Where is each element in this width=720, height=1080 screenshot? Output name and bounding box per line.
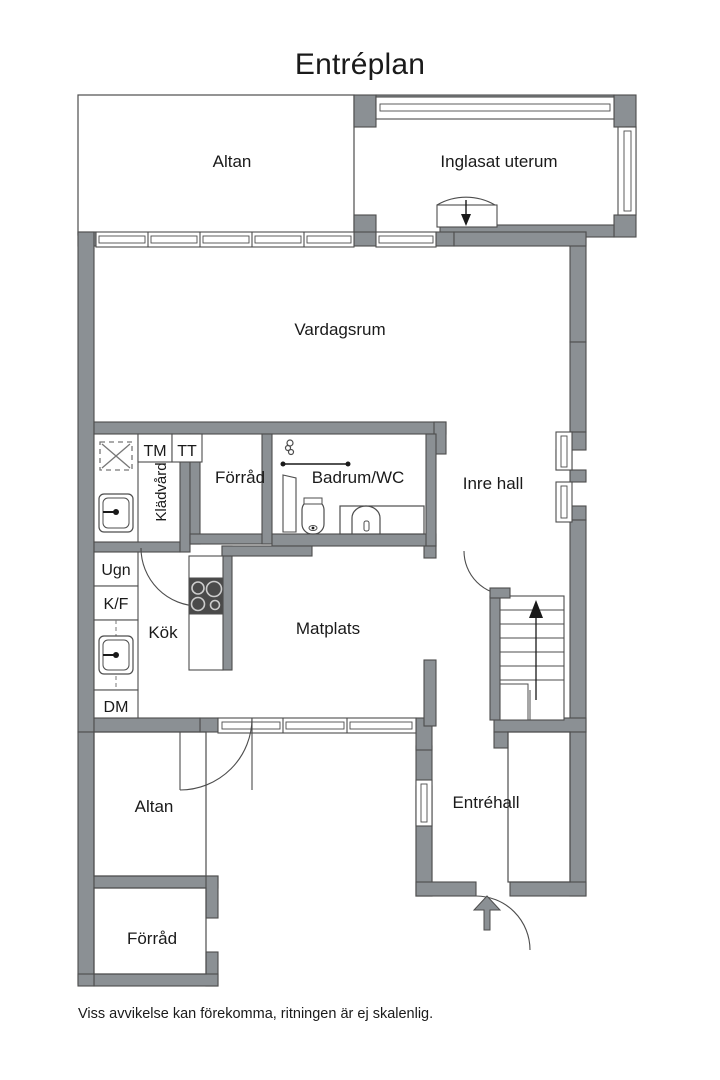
- room-label-forrad-upper: Förråd: [215, 468, 265, 487]
- entry-arrow-icon: [472, 895, 502, 931]
- room-label-vardagsrum: Vardagsrum: [294, 320, 385, 339]
- drying-rack-icon: [99, 441, 133, 471]
- window-band-vardagsrum: [95, 231, 437, 248]
- room-label-altan-top: Altan: [213, 152, 252, 171]
- room-label-badrum-wc: Badrum/WC: [312, 468, 405, 487]
- toilet-icon: [301, 497, 325, 535]
- washbasin-icon: [339, 505, 425, 535]
- altan-bottom-door: [179, 717, 253, 791]
- appliance-label-torktumlare: TT: [177, 443, 197, 460]
- staircase-icon: [489, 587, 565, 721]
- window-band-matplats: [217, 717, 417, 734]
- entry-door: [472, 895, 531, 951]
- sink-upper-icon: [98, 493, 134, 533]
- shower-icon: [280, 439, 351, 533]
- uterum-door: [436, 196, 498, 228]
- window-entrehall: [415, 779, 433, 827]
- page-title: Entréplan: [294, 48, 426, 81]
- window-inre-hall-upper: [555, 431, 573, 471]
- room-label-kok: Kök: [148, 623, 178, 642]
- appliance-label-kyl-frys: K/F: [104, 596, 129, 613]
- window-uterum-top: [375, 96, 615, 120]
- room-label-inglasat-uterum: Inglasat uterum: [440, 152, 557, 171]
- window-uterum-right: [617, 126, 637, 216]
- room-label-altan-bottom: Altan: [135, 797, 174, 816]
- sink-lower-icon: [98, 620, 134, 690]
- kladvard-door: [140, 547, 200, 607]
- kitchen-counter-right: [188, 555, 224, 671]
- disclaimer-text: Viss avvikelse kan förekomma, ritningen …: [78, 1006, 434, 1022]
- room-label-inre-hall: Inre hall: [463, 474, 523, 493]
- room-label-kladvard: Klädvård: [153, 462, 170, 521]
- stovetop-icon: [188, 577, 224, 615]
- room-label-matplats: Matplats: [296, 619, 360, 638]
- thin-outline-group: [93, 731, 571, 975]
- room-label-forrad-lower: Förråd: [127, 929, 177, 948]
- room-label-entrehall: Entréhall: [452, 793, 519, 812]
- altan-top-outline: [77, 94, 355, 236]
- appliance-label-ugn: Ugn: [101, 562, 130, 579]
- appliance-label-tvattmaskin: TM: [143, 443, 166, 460]
- appliance-label-diskmaskin: DM: [104, 699, 129, 716]
- window-inre-hall-lower: [555, 481, 573, 523]
